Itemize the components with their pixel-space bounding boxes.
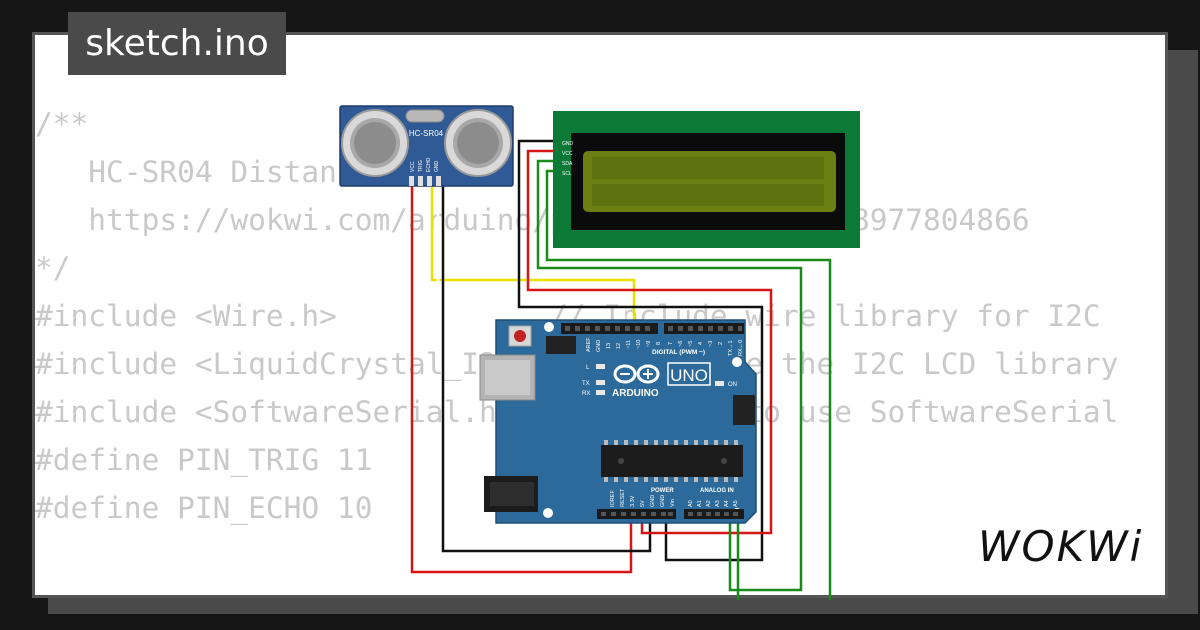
digital-pin-label: ~3: [708, 341, 714, 347]
digital-label: DIGITAL (PWM ~): [652, 349, 705, 356]
digital-pin-label: AREF: [586, 337, 592, 352]
sketch-title: sketch.ino: [68, 12, 286, 75]
wire-sensor-echo: [436, 185, 626, 328]
board-brand: ARDUINO: [612, 388, 659, 399]
wokwi-logo: WOKWi: [978, 522, 1144, 571]
led-label: L: [586, 365, 590, 371]
power-pin-label: IOREF: [610, 490, 616, 507]
led-label: TX: [582, 381, 590, 387]
digital-pin-label: ~11: [626, 340, 632, 349]
hc-sr04-sensor[interactable]: HC-SR04 VCC TRIG ECHO GND: [339, 105, 514, 187]
on-label: ON: [728, 382, 737, 388]
sensor-label: HC-SR04: [409, 129, 444, 138]
wire-lcd-sda: [536, 159, 803, 592]
sensor-pin-label: VCC: [410, 161, 416, 172]
digital-pin-label: ~5: [688, 341, 694, 347]
sensor-pin-label: ECHO: [426, 157, 432, 172]
digital-pin-label: 12: [616, 343, 622, 349]
power-pin-label: Vin: [670, 499, 676, 507]
digital-pin-label: TX→1: [728, 340, 734, 356]
board-model: UNO: [670, 366, 708, 385]
digital-pin-label: 7: [668, 342, 674, 345]
code-line: */: [35, 251, 71, 285]
power-pin-label: RESET: [620, 488, 626, 507]
digital-pin-label: RX←0: [738, 340, 744, 356]
arduino-logo: [613, 364, 660, 384]
digital-pin-label: ~10: [636, 340, 642, 349]
digital-pin-label: GND: [596, 340, 602, 352]
sensor-pin-label: GND: [434, 161, 440, 173]
lcd-pin-label: SDA: [562, 161, 573, 167]
wire-sensor-trig: [430, 185, 636, 328]
analog-header: [684, 509, 744, 519]
wire-lcd-gnd: [517, 139, 764, 562]
wires: [410, 139, 832, 600]
analog-pin-label: A3: [715, 500, 721, 507]
code-line: /**: [35, 107, 89, 141]
arduino-uno[interactable]: AREF GND 13 12 ~11 ~10 ~9 8 7 ~6 ~5 4 ~3…: [479, 319, 757, 524]
lcd-pin-label: VCC: [562, 151, 573, 157]
code-line: #define PIN_TRIG 11: [35, 443, 373, 477]
analog-pin-label: A1: [697, 500, 703, 507]
led-label: RX: [582, 391, 590, 397]
wire-lcd-vcc: [526, 149, 773, 535]
lcd-pin-label: SCL: [562, 171, 572, 177]
lcd-display[interactable]: GND VCC SDA SCL: [553, 111, 860, 248]
analog-label: ANALOG IN: [700, 488, 734, 494]
digital-pin-label: 8: [656, 342, 662, 345]
power-header: [597, 509, 676, 519]
analog-pin-label: A2: [706, 500, 712, 507]
analog-pin-label: A4: [724, 500, 730, 507]
sensor-pin-label: TRIG: [418, 160, 424, 172]
power-label: POWER: [651, 488, 674, 494]
power-pin-label: GND: [660, 495, 666, 507]
code-line: #define PIN_ECHO 10: [35, 491, 373, 525]
wire-sensor-vcc: [410, 185, 633, 574]
microcontroller-chip: [601, 445, 743, 477]
power-pin-label: 3.3V: [630, 495, 636, 507]
digital-pin-label: ~6: [678, 341, 684, 347]
power-pin-label: 5V: [640, 500, 646, 507]
lcd-pin-label: GND: [562, 141, 574, 147]
digital-pin-label: 2: [718, 342, 724, 345]
power-pin-label: GND: [650, 495, 656, 507]
code-line: #include <Wire.h> // Include wire librar…: [35, 299, 1101, 333]
digital-pin-label: 13: [606, 343, 612, 349]
wire-lcd-scl: [545, 169, 832, 600]
analog-pin-label: A0: [688, 500, 694, 507]
digital-pin-label: 4: [698, 342, 704, 345]
analog-pin-label: A5: [733, 500, 739, 507]
digital-pin-label: ~9: [646, 341, 652, 347]
